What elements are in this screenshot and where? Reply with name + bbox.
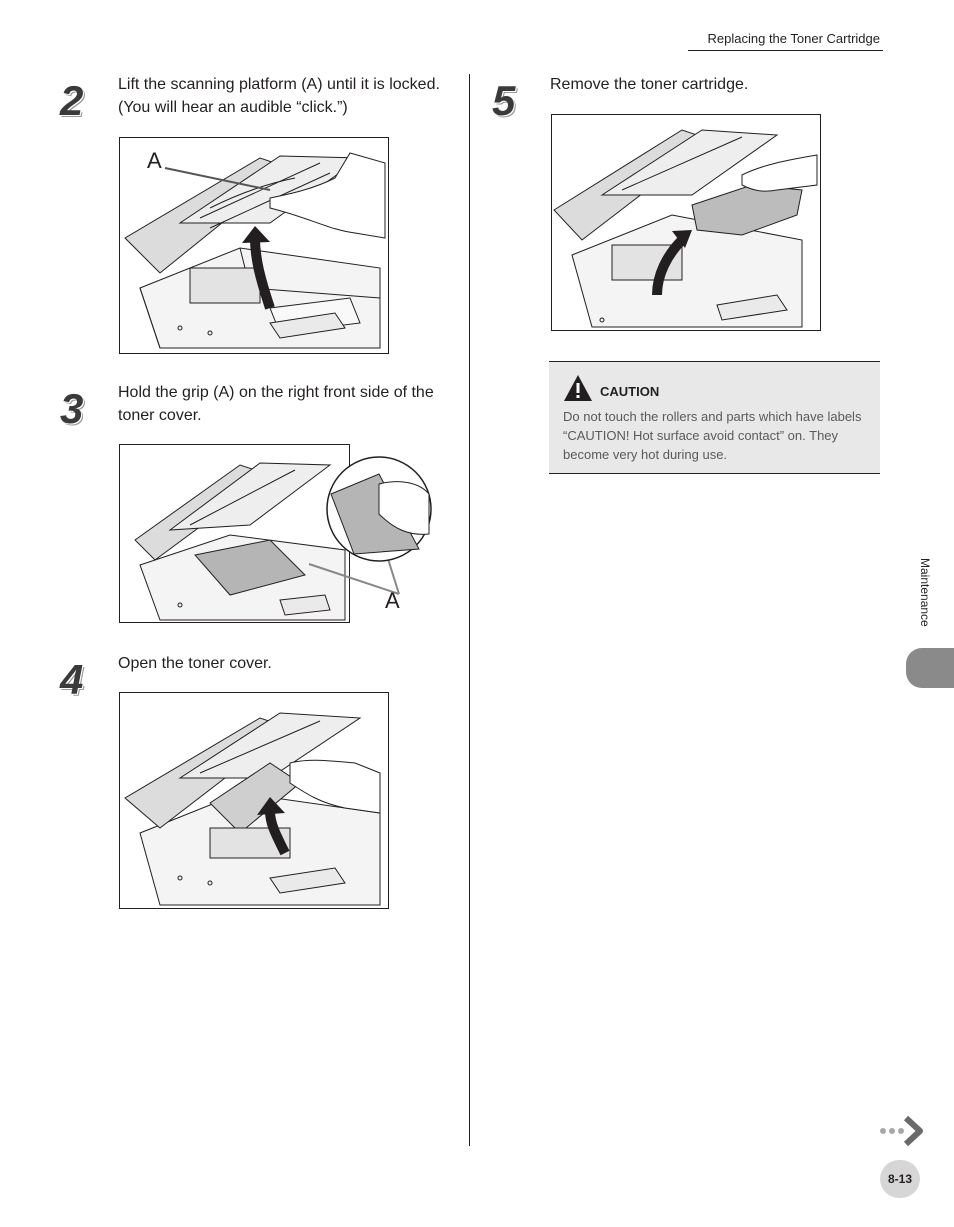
- step-number-3: 3: [60, 385, 84, 432]
- callout-label-a-zoom: A: [385, 588, 400, 613]
- section-label: Maintenance: [918, 558, 932, 627]
- step-3-printer-frame: [119, 444, 350, 623]
- section-tab[interactable]: [906, 648, 954, 688]
- next-page-arrow-icon[interactable]: [878, 1114, 926, 1148]
- step-number-2: 2: [60, 77, 84, 124]
- step-5-text: Remove the toner cartridge.: [550, 76, 749, 93]
- step-4-text: Open the toner cover.: [118, 655, 272, 672]
- step-number-5: 5: [492, 77, 516, 124]
- caution-body: Do not touch the rollers and parts which…: [563, 409, 862, 462]
- step-2-illustration: A: [119, 137, 389, 354]
- step-3-text: Hold the grip (A) on the right front sid…: [118, 384, 434, 424]
- column-divider: [469, 74, 470, 1146]
- step-4-illustration: [119, 692, 389, 909]
- step-5-illustration: [551, 114, 821, 331]
- step-number-4: 4: [60, 656, 84, 703]
- step-2-text: Lift the scanning platform (A) until it …: [118, 76, 440, 116]
- caution-box: CAUTION Do not touch the rollers and par…: [549, 361, 880, 474]
- header-rule: [688, 50, 883, 51]
- page-number: 8-13: [880, 1160, 920, 1198]
- step-3-illustration: A: [119, 444, 439, 624]
- warning-triangle-icon: [564, 375, 592, 401]
- caution-title: CAUTION: [600, 384, 660, 399]
- running-header: Replacing the Toner Cartridge: [707, 31, 880, 46]
- callout-label-a: A: [147, 148, 162, 173]
